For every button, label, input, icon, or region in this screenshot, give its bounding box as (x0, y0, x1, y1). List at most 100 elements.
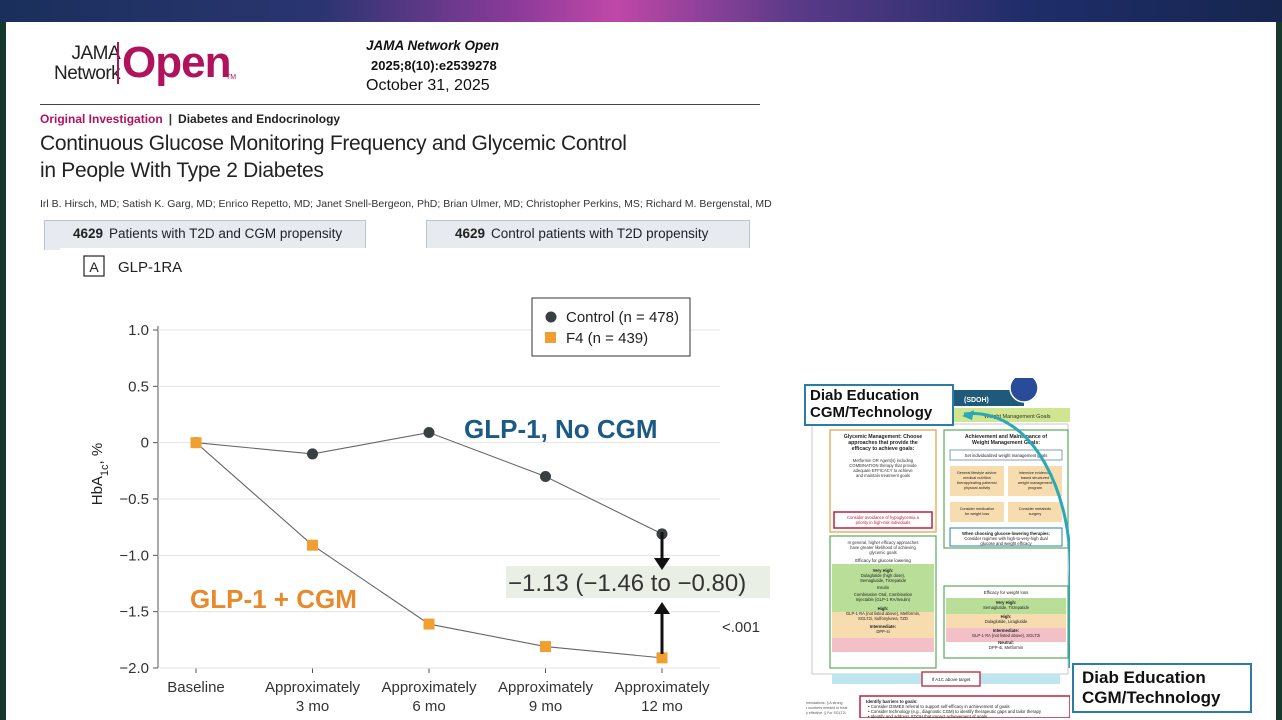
logo-jama-network-text: JAMA Network (54, 43, 121, 84)
control-point (423, 427, 435, 439)
cgm-patients-box: 4629 Patients with T2D and CGM propensity (44, 220, 366, 250)
patient-label: Control patients with T2D propensity (491, 226, 709, 241)
legend-control-label: Control (n = 478) (566, 309, 679, 326)
a1c-above-target-box (921, 671, 981, 687)
control-patients-box: 4629 Control patients with T2D propensity (426, 220, 750, 250)
series-line-0 (195, 431, 663, 535)
logo-divider (117, 42, 119, 84)
y-tick-label: 0 (141, 435, 149, 452)
control-point (540, 470, 551, 482)
weight-goal-text: Set individualized weight management goa… (965, 453, 1048, 458)
control-point (307, 448, 318, 460)
legend-f4-label: F4 (n = 439) (566, 330, 648, 347)
difference-highlight (506, 566, 770, 598)
article-type: Original Investigation (40, 112, 163, 126)
panel-title: GLP-1RA (118, 259, 182, 276)
f4-point (307, 539, 318, 551)
weight-goal-box (949, 449, 1063, 461)
jama-network-open-logo: JAMA Network Open TM (40, 38, 240, 104)
cgm-annotation: GLP-1 + CGM (190, 584, 357, 614)
logo-open-word: Open (122, 38, 231, 87)
callout-diab-education-bottom: Diab Education CGM/Technology (1072, 663, 1252, 713)
callout-line-2: CGM/Technology (1082, 688, 1221, 707)
chart-legend: Control (n = 478) F4 (n = 439) (531, 297, 691, 357)
x-tick-label: 9 mo (529, 698, 562, 715)
hypoglycemia-box (833, 511, 933, 529)
publication-date: October 31, 2025 (366, 77, 490, 94)
barriers-text: Identify barriers to goals:• Consider DS… (866, 699, 1042, 718)
flowchart-badge (1009, 373, 1039, 403)
presentation-slide: JAMA Network Open TM JAMA Network Open 2… (6, 22, 1276, 720)
flowchart-banner (954, 408, 1070, 422)
x-tick-label: 12 mo (641, 698, 683, 715)
glucose-efficacy-list: Very High:Dulaglutide (high dose),Semagl… (846, 568, 920, 634)
panel-letter: A (89, 259, 99, 275)
article-category: Original Investigation|Diabetes and Endo… (40, 112, 341, 126)
weight-medication-box (950, 502, 1004, 522)
logo-trademark: TM (226, 74, 237, 81)
p-value: <.001 (722, 619, 760, 636)
legend-box (531, 297, 691, 357)
callout-arrowhead (962, 410, 974, 420)
x-tick-label: Approximately (614, 679, 710, 696)
logo-line-jama: JAMA (71, 43, 121, 64)
y-axis-label: HbA1c, % (89, 443, 111, 506)
choose-therapy-box (949, 527, 1063, 547)
high-efficacy-band (832, 612, 934, 638)
journal-name: JAMA Network Open (366, 38, 500, 53)
x-tick-label: Approximately (265, 679, 361, 696)
patient-count: 4629 (455, 226, 486, 241)
weight-high-band (946, 614, 1066, 628)
article-section: Diabetes and Endocrinology (178, 112, 341, 126)
x-tick-label: 3 mo (296, 698, 329, 715)
logo-line-network: Network (54, 63, 121, 84)
callout-line-1: Diab Education (1082, 668, 1206, 687)
x-tick-label: Approximately (381, 679, 477, 696)
patient-count: 4629 (73, 226, 104, 241)
lifestyle-text: General lifestyle advice:medical nutriti… (957, 471, 998, 490)
efficacy-weight-label: Efficacy for weight loss (984, 590, 1029, 595)
y-tick-label: −1.5 (119, 604, 149, 621)
chart-gridlines (158, 329, 720, 669)
journal-citation: JAMA Network Open 2025;8(10):e2539278 Oc… (366, 36, 499, 96)
callout-line-1: Diab Education (810, 387, 920, 404)
slide-top-banner (0, 0, 1282, 22)
very-high-efficacy-band (832, 564, 934, 612)
title-line-1: Continuous Glucose Monitoring Frequency … (40, 132, 627, 155)
f4-point (656, 652, 668, 664)
panel-letter-box (83, 255, 105, 277)
hba1c-line-chart: A GLP-1RA 1.00.50−0.5−1.0−1.5−2.0Baselin… (83, 255, 770, 715)
chart-markers (190, 427, 668, 664)
y-tick-label: −0.5 (119, 491, 149, 508)
header-divider (40, 104, 760, 105)
f4-point (190, 437, 202, 449)
y-tick-label: −1.0 (119, 547, 149, 564)
a1c-above-target-text: If A1C above target (932, 677, 971, 682)
efficacy-glucose-label: Efficacy for glucose lowering (855, 558, 911, 563)
difference-arrow-down (654, 532, 670, 570)
flowchart-banner-text: Weight Management Goals (984, 414, 1051, 420)
flowchart-header: (SDOH) (964, 397, 989, 404)
patient-label: Patients with T2D and CGM propensity (109, 226, 343, 241)
y-tick-label: 0.5 (128, 378, 149, 395)
journal-volume: 2025;8(10):e2539278 (371, 58, 497, 73)
title-line-2: in People With Type 2 Diabetes (40, 159, 324, 182)
callout-line-2: CGM/Technology (810, 404, 933, 421)
intermediate-efficacy-band (832, 638, 934, 652)
author-list: Irl B. Hirsch, MD; Satish K. Garg, MD; E… (40, 198, 772, 210)
no-cgm-annotation: GLP-1, No CGM (464, 414, 658, 444)
x-tick-label: Approximately (498, 679, 594, 696)
y-tick-label: 1.0 (128, 322, 149, 339)
difference-value: −1.13 (−1.46 to −0.80) (508, 570, 746, 597)
